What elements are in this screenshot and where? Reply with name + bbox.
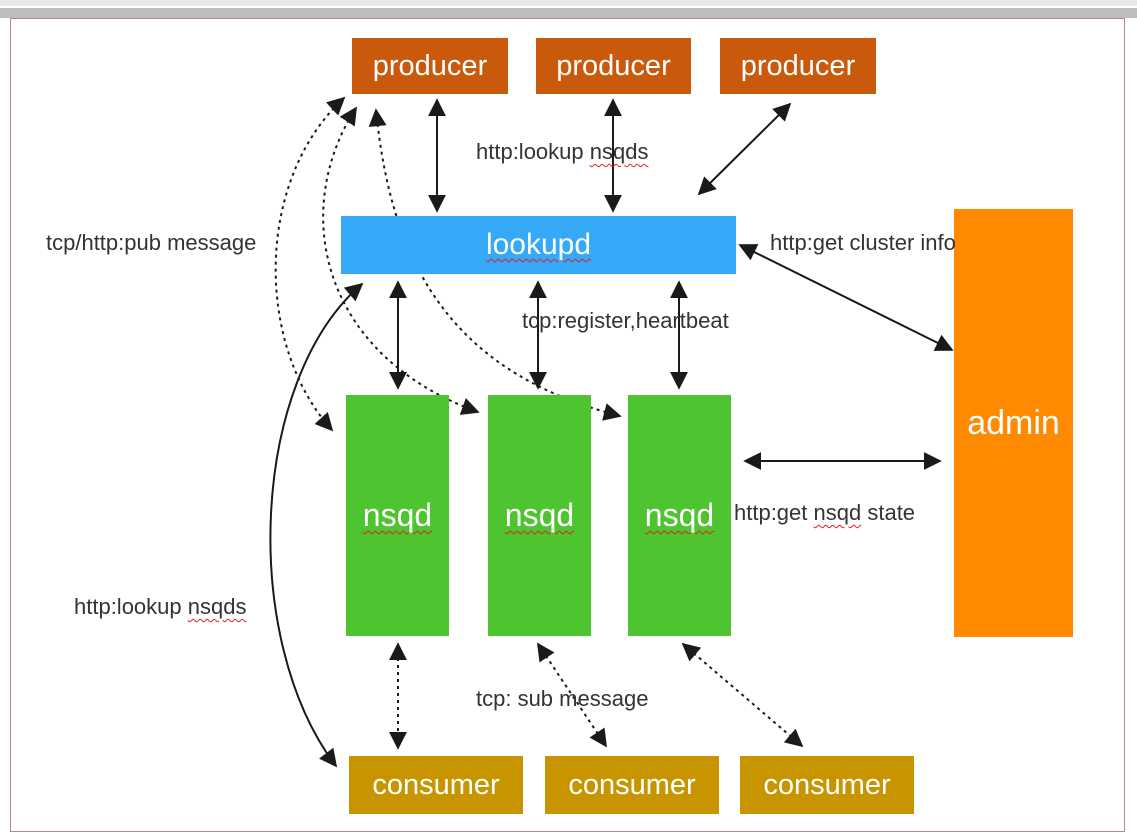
arrow-producer3-lookupd: [697, 102, 792, 196]
label-register-heartbeat: tcp:register,heartbeat: [522, 308, 729, 333]
window-top-strip: [0, 0, 1137, 6]
nsqd-box-3: nsqd: [628, 395, 731, 636]
admin-box: admin: [954, 209, 1073, 637]
producer-box-2: producer: [536, 38, 691, 94]
consumer-box-2: consumer: [545, 756, 719, 814]
nsqd-label-3: nsqd: [644, 497, 715, 533]
consumer-box-3: consumer: [740, 756, 914, 814]
label-http-lookup-left: http:lookup nsqds: [74, 594, 247, 619]
label-cluster-info: http:get cluster info: [770, 230, 956, 255]
dashed-nsqd3-consumer3: [681, 642, 804, 748]
dashed-producer-nsqd1: [274, 96, 346, 432]
window-top-border: [0, 8, 1137, 18]
dashed-producer-nsqd3: [368, 108, 622, 421]
nsqd-label-1: nsqd: [362, 497, 433, 533]
label-nsqd-state: http:get nsqd state: [734, 500, 916, 525]
arrow-admin-lookupd: [738, 244, 954, 351]
dashed-producer-nsqd2: [322, 106, 480, 415]
nsqd-box-2: nsqd: [488, 395, 591, 636]
nsqd-box-1: nsqd: [346, 395, 449, 636]
label-pub-message: tcp/http:pub message: [46, 230, 257, 255]
lookupd-label: lookupd: [485, 228, 592, 261]
producer-box-1: producer: [352, 38, 508, 94]
label-sub-message: tcp: sub message: [476, 686, 649, 711]
label-http-lookup-top: http:lookup nsqds: [476, 139, 649, 164]
consumer-box-1: consumer: [349, 756, 523, 814]
nsqd-label-2: nsqd: [504, 497, 575, 533]
producer-box-3: producer: [720, 38, 876, 94]
lookupd-box: lookupd: [341, 216, 736, 274]
